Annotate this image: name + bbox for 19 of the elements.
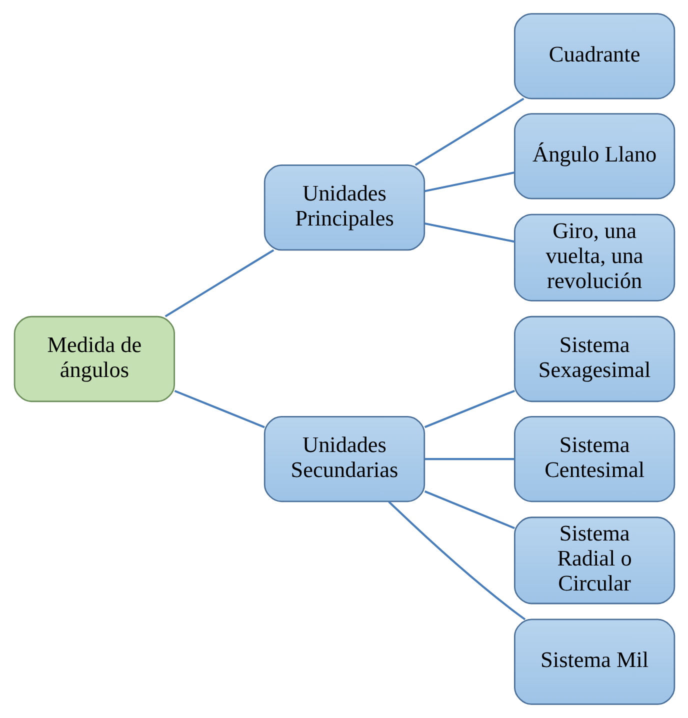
node-box: Sistema Mil (513, 618, 675, 705)
connector (424, 390, 514, 428)
connector (174, 390, 264, 428)
connector (424, 222, 514, 243)
connector (414, 98, 524, 166)
connector (424, 458, 514, 460)
node-box: Giro, una vuelta, una revolución (513, 214, 675, 302)
node-box: Medida de ángulos (13, 316, 175, 402)
node-box: Sistema Radial o Circular (513, 516, 675, 604)
node-box: Ángulo Llano (513, 113, 675, 200)
connector (424, 490, 514, 530)
node-box: Sistema Sexagesimal (513, 316, 675, 402)
connector (424, 171, 514, 192)
node-box: Unidades Secundarias (263, 416, 425, 502)
node-box: Cuadrante (513, 13, 675, 100)
node-box: Sistema Centesimal (513, 416, 675, 502)
node-box: Unidades Principales (263, 164, 425, 251)
connector (388, 500, 526, 620)
connector (164, 249, 274, 318)
